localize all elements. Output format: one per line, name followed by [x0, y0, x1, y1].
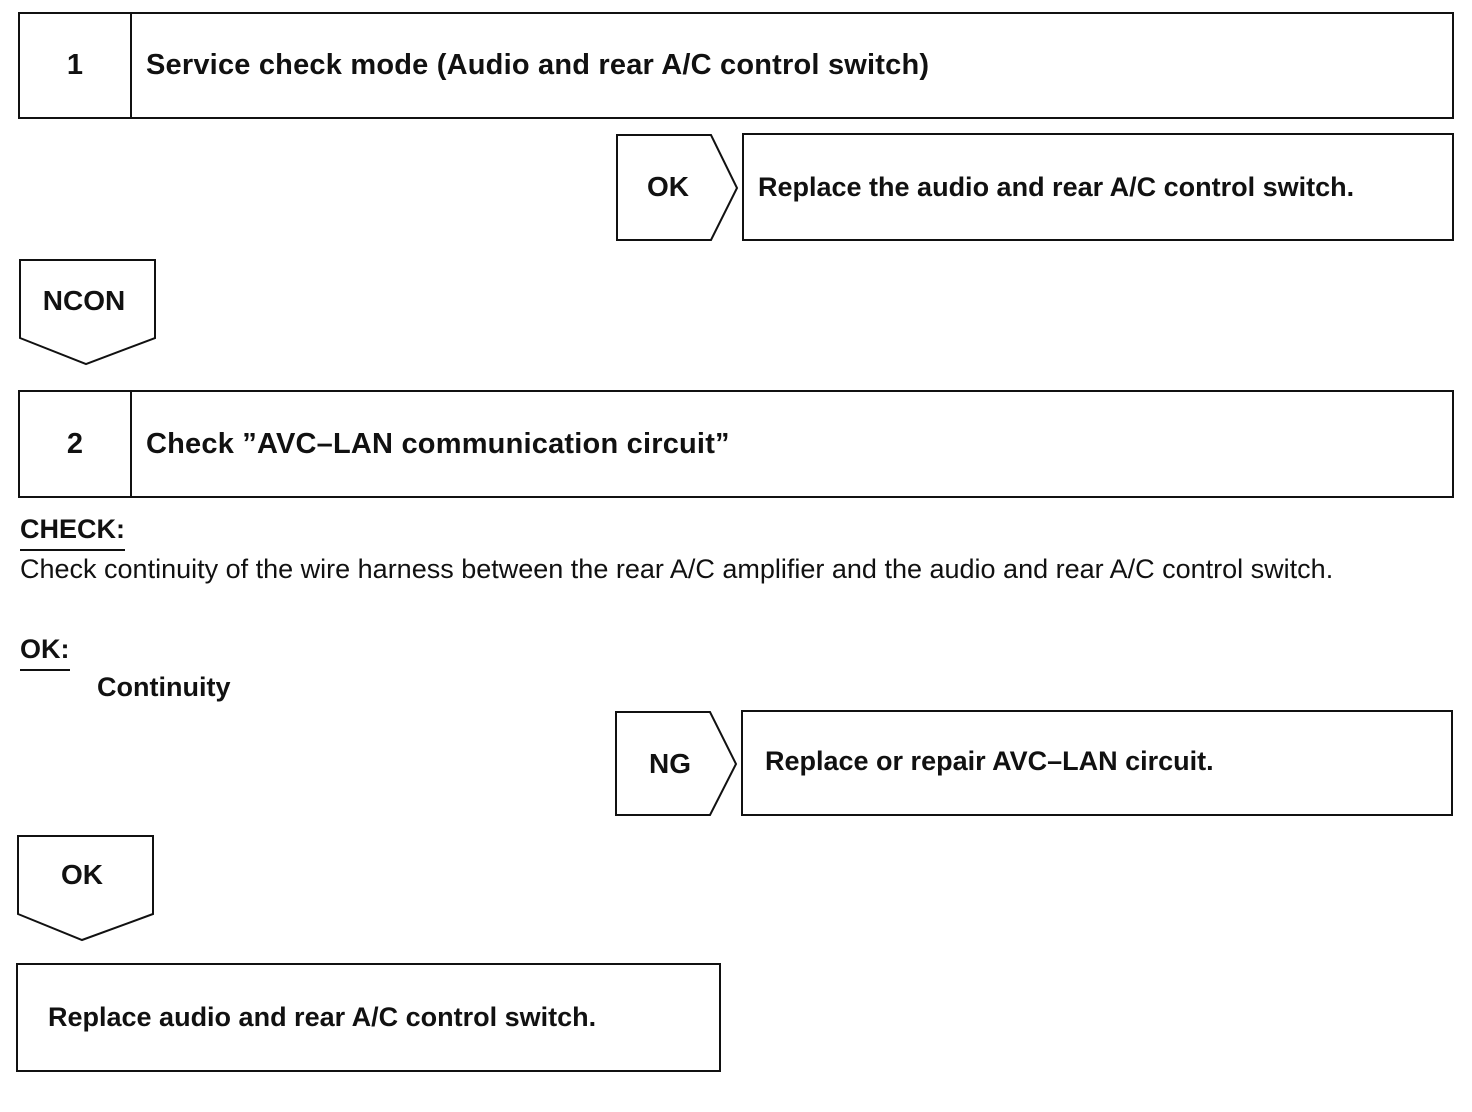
step-2-box: 2 Check ”AVC–LAN communication circuit”	[18, 390, 1454, 498]
ok-branch-arrow-1	[616, 134, 739, 241]
ok-down-arrow	[17, 835, 154, 942]
step-1-number: 1	[20, 14, 132, 117]
ncon-arrow-label: NCON	[42, 285, 126, 316]
check-heading: CHECK:	[20, 516, 125, 551]
ok-branch-result-1: Replace the audio and rear A/C control s…	[742, 133, 1454, 241]
ok-criteria-heading: OK:	[20, 636, 70, 671]
ncon-down-arrow	[19, 259, 156, 366]
step-1-box: 1 Service check mode (Audio and rear A/C…	[18, 12, 1454, 119]
check-description: Check continuity of the wire harness bet…	[20, 554, 1334, 584]
step-2-number: 2	[20, 392, 132, 496]
ok-branch-result-1-text: Replace the audio and rear A/C control s…	[758, 171, 1355, 202]
ng-branch-label: NG	[649, 748, 691, 779]
final-action-box: Replace audio and rear A/C control switc…	[16, 963, 721, 1072]
ok-down-arrow-label: OK	[61, 859, 103, 890]
final-action-text: Replace audio and rear A/C control switc…	[48, 1002, 597, 1032]
step-2-title: Check ”AVC–LAN communication circuit”	[146, 427, 730, 460]
step-1-title: Service check mode (Audio and rear A/C c…	[146, 49, 930, 81]
ng-branch-result: Replace or repair AVC–LAN circuit.	[741, 710, 1453, 816]
ok-criteria-value: Continuity	[97, 672, 231, 702]
ng-branch-result-text: Replace or repair AVC–LAN circuit.	[765, 745, 1214, 776]
ok-branch-label-1: OK	[647, 171, 689, 202]
ng-branch-arrow	[615, 711, 738, 816]
